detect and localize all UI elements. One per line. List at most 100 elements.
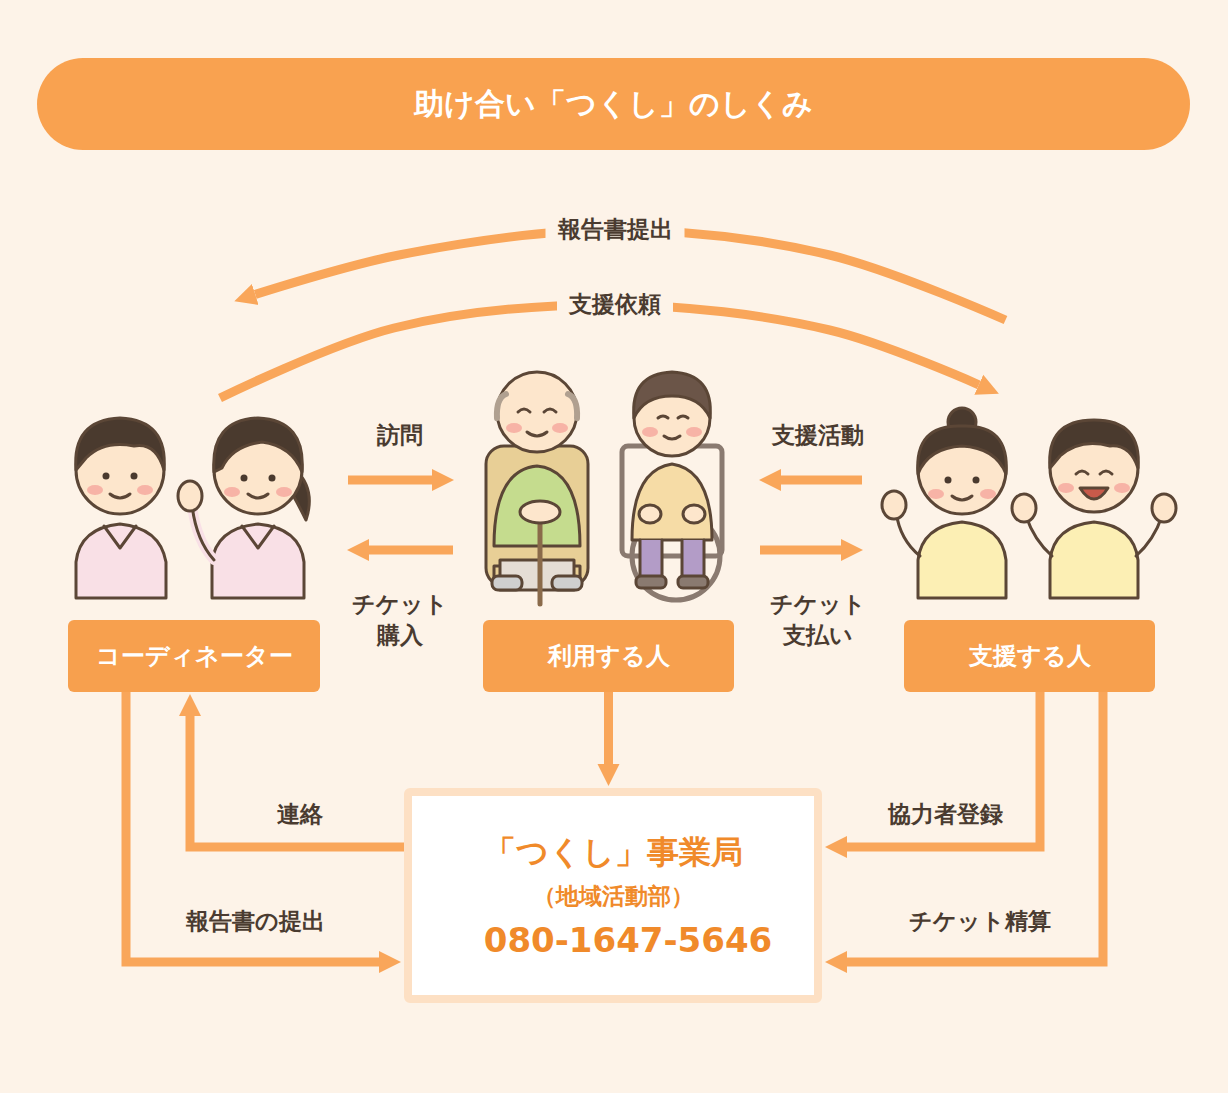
coordinator-figure [137,485,153,495]
edge-label: 報告書の提出 [186,906,325,937]
supporter-figure [882,491,906,519]
edge-label: 報告書提出 [546,214,685,245]
edge-label: 訪問 [377,420,423,451]
flow-arrow [760,546,841,555]
illustration [76,372,1176,604]
coordinator-figure [192,505,214,560]
coordinator-figure [76,418,165,470]
flow-arrow [190,716,404,847]
coordinator-figure [104,526,136,548]
title-band: 助け合い「つくし」のしくみ [37,58,1190,150]
flow-arrow [126,692,379,962]
coordinator-figure [76,418,166,598]
coordinator-figure [131,473,138,480]
coordinator-figure [242,526,274,548]
supporter-figure [1080,488,1108,499]
user-figure [552,576,582,590]
node-text: 利用する人 [548,640,670,672]
user-figure [492,576,522,590]
supporter-figure [918,426,1006,514]
supporter-figure [1026,516,1052,556]
node-text: 080-1647-5646 [454,920,772,960]
supporter-figure [918,522,1006,598]
user-figure [640,540,704,580]
office-box: 「つくし」事業局 （地域活動部） 080-1647-5646 [404,788,822,1003]
user-figure [678,576,708,588]
supporter-figure [882,408,1006,598]
user-figure [632,464,712,540]
edge-label: チケット 支払い [763,589,873,651]
coordinator-figure [214,418,303,472]
user-figure [622,372,722,600]
user-figure [494,466,580,546]
supporter-figure [1012,494,1036,522]
user-figure [642,427,658,437]
supporter-figure [1012,420,1176,598]
user-figure [664,436,680,439]
coordinator-figure [178,481,202,511]
edge-label: 支援活動 [772,420,864,451]
supporter-figure [1136,516,1162,556]
coordinator-figure [178,418,309,598]
node-text: （地域活動部） [533,881,694,912]
supporter-figure [1114,483,1130,493]
node-text: 「つくし」事業局 [484,831,743,875]
edge-label: 支援依頼 [557,289,673,320]
user-figure [486,372,588,604]
edge-label: 連絡 [277,799,323,830]
supporter-figure [1050,522,1138,598]
user-figure [518,409,556,412]
flow-arrow [369,546,453,555]
coordinator-figure [224,487,240,497]
flow-arrow [604,692,613,764]
supporter-figure [1050,420,1139,468]
coordinator-figure [192,505,214,560]
supporter-figure [1152,494,1176,522]
user-figure [683,505,705,523]
node-text: コーディネーター [96,640,293,672]
coordinator-figure [87,485,103,495]
role-box: 支援する人 [904,620,1155,692]
user-figure [639,505,661,523]
user-figure [520,501,560,523]
coordinator-figure [248,494,268,498]
coordinator-figure [110,494,130,498]
coordinator-figure [103,473,110,480]
coordinator-figure [76,524,166,598]
coordinator-figure [241,475,248,482]
flow-arrow [348,476,432,485]
coordinator-figure [212,524,304,598]
edge-label: チケット精算 [909,906,1051,937]
flow-arrow [847,692,1103,962]
edge-label: チケット 購入 [345,589,455,651]
user-figure [622,446,722,556]
user-figure [506,423,522,433]
user-figure [497,372,577,452]
user-figure [527,432,547,436]
supporter-figure [928,489,944,499]
edge-label: 協力者登録 [888,799,1003,830]
user-figure [552,423,568,433]
user-figure [634,372,711,418]
user-figure [636,576,666,588]
supporter-figure [945,477,952,484]
coordinator-figure [269,475,276,482]
supporter-figure [1058,483,1074,493]
flow-arrow [847,692,1040,847]
supporter-figure [1076,471,1112,474]
node-text: 支援する人 [969,640,1091,672]
title-text: 助け合い「つくし」のしくみ [414,84,813,125]
user-figure [686,427,702,437]
supporter-figure [952,496,972,500]
supporter-figure [918,426,1007,474]
coordinator-figure [276,487,292,497]
supporter-figure [980,489,996,499]
role-box: コーディネーター [68,620,320,692]
user-figure [658,416,688,418]
flow-arrow [781,476,862,485]
user-figure [568,394,577,418]
user-figure [497,394,506,418]
supporter-figure [973,477,980,484]
role-box: 利用する人 [483,620,734,692]
